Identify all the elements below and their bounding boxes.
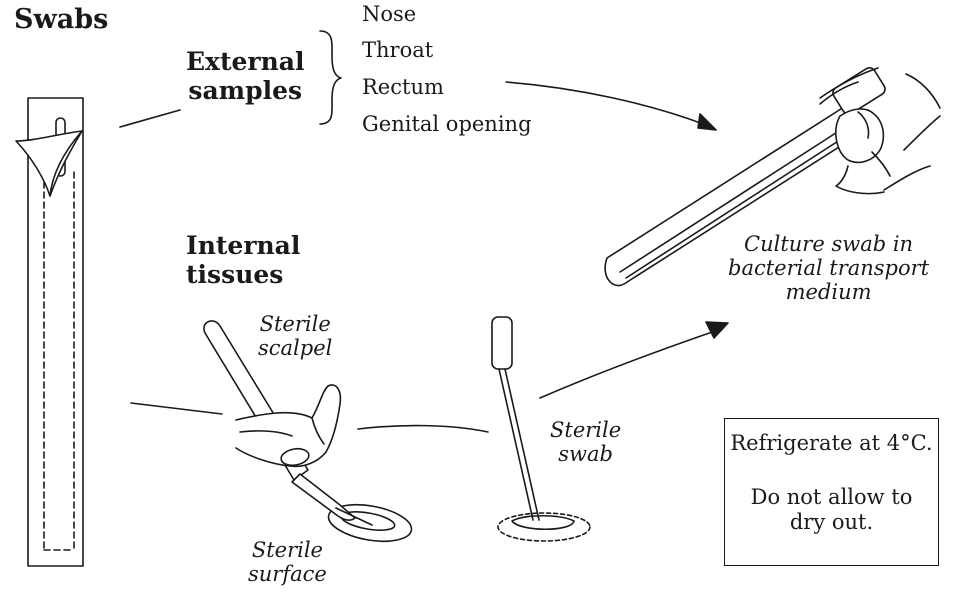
note-line1: Refrigerate at 4°C. [725, 431, 938, 455]
sites-brace [320, 31, 341, 124]
culture-label-line3: medium [728, 280, 929, 304]
page-title: Swabs [14, 4, 108, 35]
internal-connector-line [131, 403, 222, 414]
sterile-swab-label: Sterile swab [550, 418, 621, 466]
swab-label-line2: swab [550, 442, 621, 466]
sterile-scalpel-label: Sterile scalpel [258, 312, 332, 360]
site-rectum: Rectum [362, 75, 444, 99]
sterile-surface-label: Sterile surface [248, 538, 327, 586]
arrow-to-culture-upper [506, 82, 706, 125]
arrowhead-lower [706, 322, 728, 338]
culture-label-line1: Culture swab in [728, 232, 929, 256]
arrowhead-upper [698, 114, 716, 130]
site-throat: Throat [362, 38, 433, 62]
site-nose: Nose [362, 2, 416, 26]
arrow-to-culture-lower [540, 330, 718, 398]
scalpel-label-line2: scalpel [258, 336, 332, 360]
external-connector-line [120, 110, 180, 127]
surface-label-line1: Sterile [248, 538, 327, 562]
surface-label-line2: surface [248, 562, 327, 586]
culture-swab-label: Culture swab in bacterial transport medi… [728, 232, 929, 304]
internal-tissues-heading: Internal tissues [186, 232, 300, 290]
external-samples-heading: External samples [186, 48, 304, 106]
external-heading-line2: samples [186, 77, 304, 106]
storage-note-box: Refrigerate at 4°C. Do not allow to dry … [724, 418, 939, 566]
site-genital-opening: Genital opening [362, 112, 532, 136]
internal-heading-line2: tissues [186, 261, 300, 290]
note-line2: Do not allow to [725, 485, 938, 510]
internal-heading-line1: Internal [186, 232, 300, 261]
swab-package [16, 98, 83, 566]
culture-label-line2: bacterial transport [728, 256, 929, 280]
note-line3: dry out. [725, 510, 938, 535]
scalpel-label-line1: Sterile [258, 312, 332, 336]
note-line2-group: Do not allow to dry out. [725, 485, 938, 535]
external-heading-line1: External [186, 48, 304, 77]
scalpel-to-swab-line [358, 426, 488, 432]
swab-label-line1: Sterile [550, 418, 621, 442]
